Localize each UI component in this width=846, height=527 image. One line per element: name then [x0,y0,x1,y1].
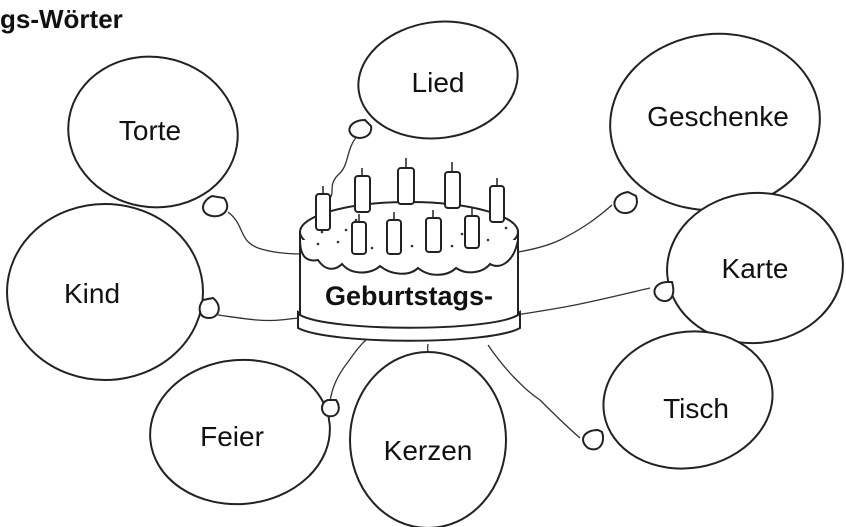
balloon-feier-word: Feier [200,421,264,452]
candle [444,171,461,209]
string-torte [227,211,303,255]
string-lied [329,134,359,199]
candle-wicks [322,158,498,222]
balloon-tisch-word: Tisch [663,393,729,424]
balloon-torte: Torte [67,55,239,218]
candle [397,167,415,205]
balloon-torte-knot [202,194,229,218]
balloon-kerzen-shape [349,351,507,527]
balloon-kind-word: Kind [64,278,120,309]
balloon-feier: Feier [149,358,340,506]
candles [315,158,505,255]
balloon-karte: Karte [653,191,844,345]
balloon-kind-shape [6,203,204,381]
birthday-cake: Geburtstags- [297,158,521,342]
candle [315,193,331,231]
worksheet-title: gs-Wörter [0,4,123,34]
string-tisch [487,344,581,439]
balloon-tisch: Tisch [582,330,774,470]
balloon-torte-shape [67,55,239,209]
balloon-geschenke-knot [613,190,638,214]
balloon-tisch-shape [602,330,774,470]
balloon-lied-knot [348,118,373,139]
string-feier [329,337,369,403]
balloon-lied-shape [357,20,519,140]
balloon-kerzen: Kerzen [349,351,507,527]
balloon-kind-knot [198,296,220,320]
balloon-kind: Kind [6,203,220,381]
candle [351,221,367,255]
candle [354,175,371,213]
string-kind [217,314,304,322]
balloon-tisch-knot [582,428,604,451]
balloon-karte-word: Karte [722,253,789,284]
candle [464,215,480,249]
cake-label: Geburtstags- [325,281,493,311]
balloon-feier-shape [149,358,331,506]
balloon-karte-knot [653,281,675,302]
balloon-torte-word: Torte [119,115,181,146]
candle [386,219,402,255]
string-karte [515,287,651,316]
balloon-geschenke-word: Geschenke [647,101,789,132]
candle [425,217,442,253]
balloon-lied: Lied [348,20,519,140]
balloon-feier-knot [321,399,340,418]
balloon-karte-shape [666,191,844,345]
string-geschenke [517,204,613,253]
cake-frosting [299,239,519,276]
balloon-kerzen-word: Kerzen [384,435,473,466]
balloon-geschenke: Geschenke [609,32,821,214]
balloon-lied-word: Lied [412,67,465,98]
candle [489,185,505,223]
